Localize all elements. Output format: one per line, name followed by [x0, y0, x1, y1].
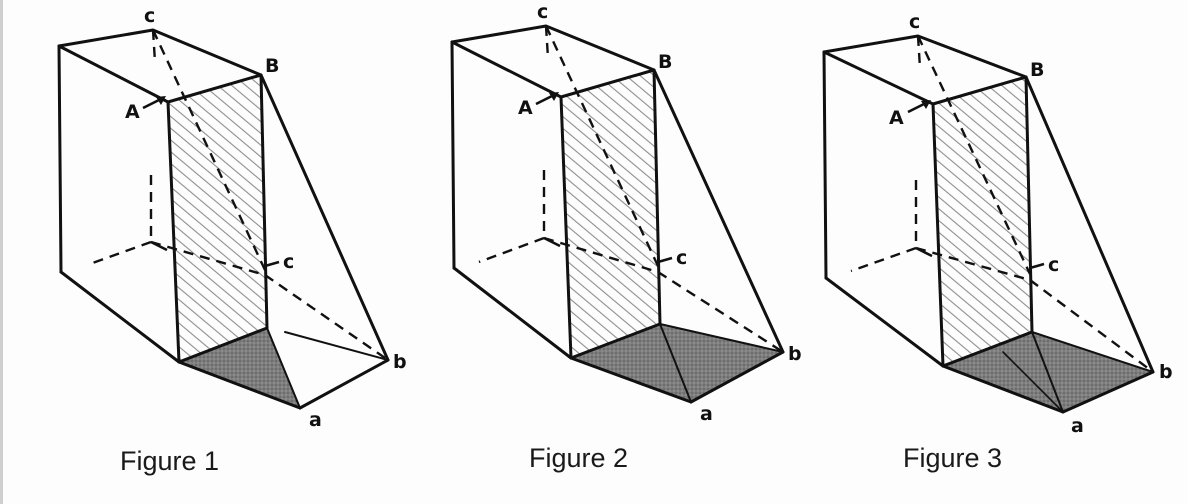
- arrow-c: [1029, 262, 1045, 270]
- label-A: A: [518, 97, 533, 119]
- label-mid-c: c: [676, 247, 687, 269]
- label-A: A: [889, 107, 904, 129]
- label-B: B: [658, 51, 672, 73]
- label-a: a: [700, 403, 713, 425]
- axis-mark: [915, 246, 933, 258]
- prism-edges: [450, 24, 785, 404]
- prism-edges: [822, 34, 1155, 414]
- label-a: a: [309, 409, 322, 431]
- hatched-face: [933, 77, 1032, 366]
- label-b: b: [788, 343, 802, 365]
- label-b: b: [393, 351, 407, 373]
- label-B: B: [265, 55, 279, 77]
- arrow-c: [657, 256, 673, 264]
- label-mid-c: c: [1048, 254, 1059, 276]
- label-top-c: c: [537, 1, 548, 23]
- figure-2-diagram: c B A c b a: [450, 1, 802, 425]
- hidden-edges: [86, 29, 389, 361]
- label-top-c: c: [909, 11, 920, 33]
- label-b: b: [1159, 361, 1173, 383]
- label-top-c: c: [144, 5, 155, 27]
- arrow-c: [264, 260, 280, 268]
- label-a: a: [1071, 415, 1084, 437]
- hidden-edges: [850, 35, 1154, 373]
- hidden-edges: [478, 25, 784, 354]
- prism-diagrams: c B A c b a: [57, 1, 1173, 437]
- label-B: B: [1030, 59, 1044, 81]
- figure-2-caption: Figure 2: [529, 443, 629, 473]
- shaded-base: [571, 324, 783, 402]
- label-A: A: [125, 101, 140, 123]
- figure-3-caption: Figure 3: [903, 443, 1003, 473]
- figure-1-diagram: c B A c b a: [57, 5, 407, 431]
- label-mid-c: c: [283, 251, 294, 273]
- hatched-face: [561, 70, 660, 358]
- hatched-face: [168, 75, 267, 362]
- axis-mark: [150, 240, 168, 252]
- prism-edges: [57, 28, 390, 410]
- shaded-base: [179, 328, 300, 408]
- axis-mark: [543, 236, 561, 248]
- figure-1-caption: Figure 1: [120, 446, 220, 476]
- figure-3-diagram: c B A c b a: [822, 11, 1173, 437]
